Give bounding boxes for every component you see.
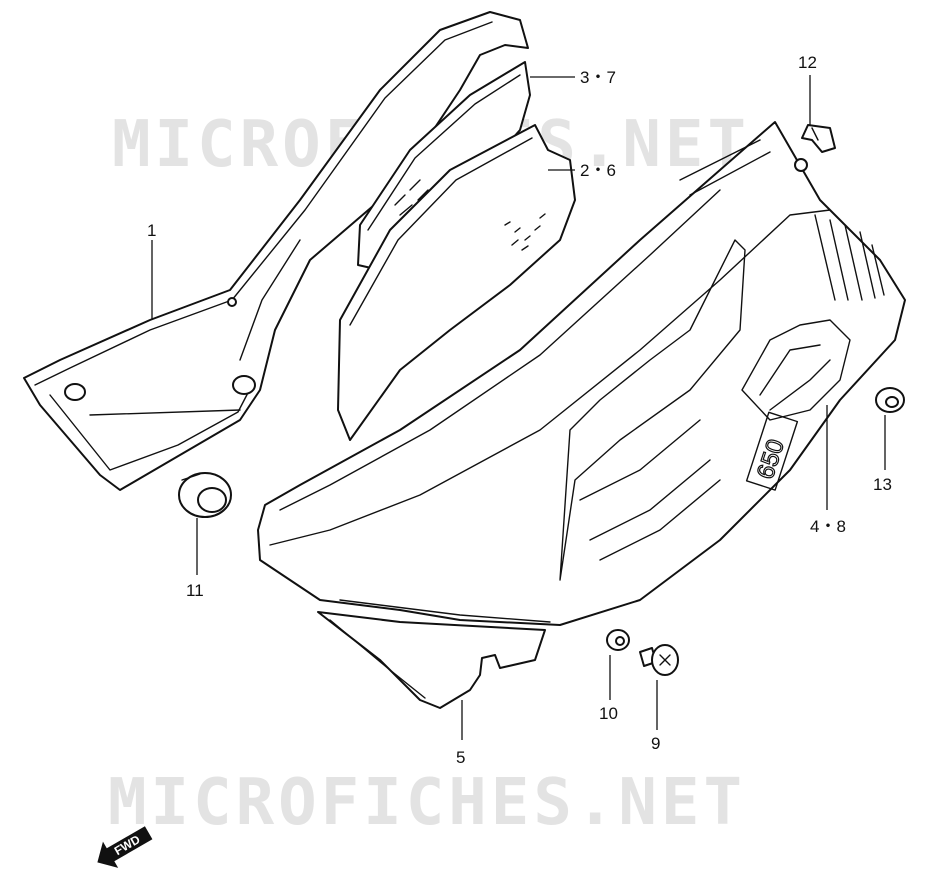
grommet-part-13[interactable] — [875, 387, 905, 413]
callout-12: 12 — [798, 53, 817, 72]
callout-9: 9 — [651, 734, 660, 753]
callout-11: 11 — [186, 581, 204, 600]
callout-5: 5 — [456, 748, 465, 767]
mid-panel-part-2-6[interactable] — [337, 124, 576, 441]
callout-10: 10 — [599, 704, 618, 723]
watermark-bottom: MICROFICHES.NET — [108, 766, 746, 840]
callout-4-8: 4・8 — [810, 517, 846, 536]
callout-3-7: 3・7 — [580, 68, 616, 87]
callout-13: 13 — [873, 475, 892, 494]
grommet-part-11[interactable] — [178, 472, 232, 518]
frame-cover-part-1[interactable] — [23, 11, 529, 491]
callout-2-6: 2・6 — [580, 161, 616, 180]
screw-part-9[interactable] — [639, 644, 679, 676]
callout-1: 1 — [147, 221, 156, 240]
clip-part-12[interactable] — [801, 124, 836, 153]
leader-lines — [151, 75, 886, 740]
lower-cover-part-5[interactable] — [317, 611, 546, 709]
washer-part-10[interactable] — [606, 629, 630, 651]
side-cover-part-4-8[interactable]: 650 — [257, 121, 906, 626]
